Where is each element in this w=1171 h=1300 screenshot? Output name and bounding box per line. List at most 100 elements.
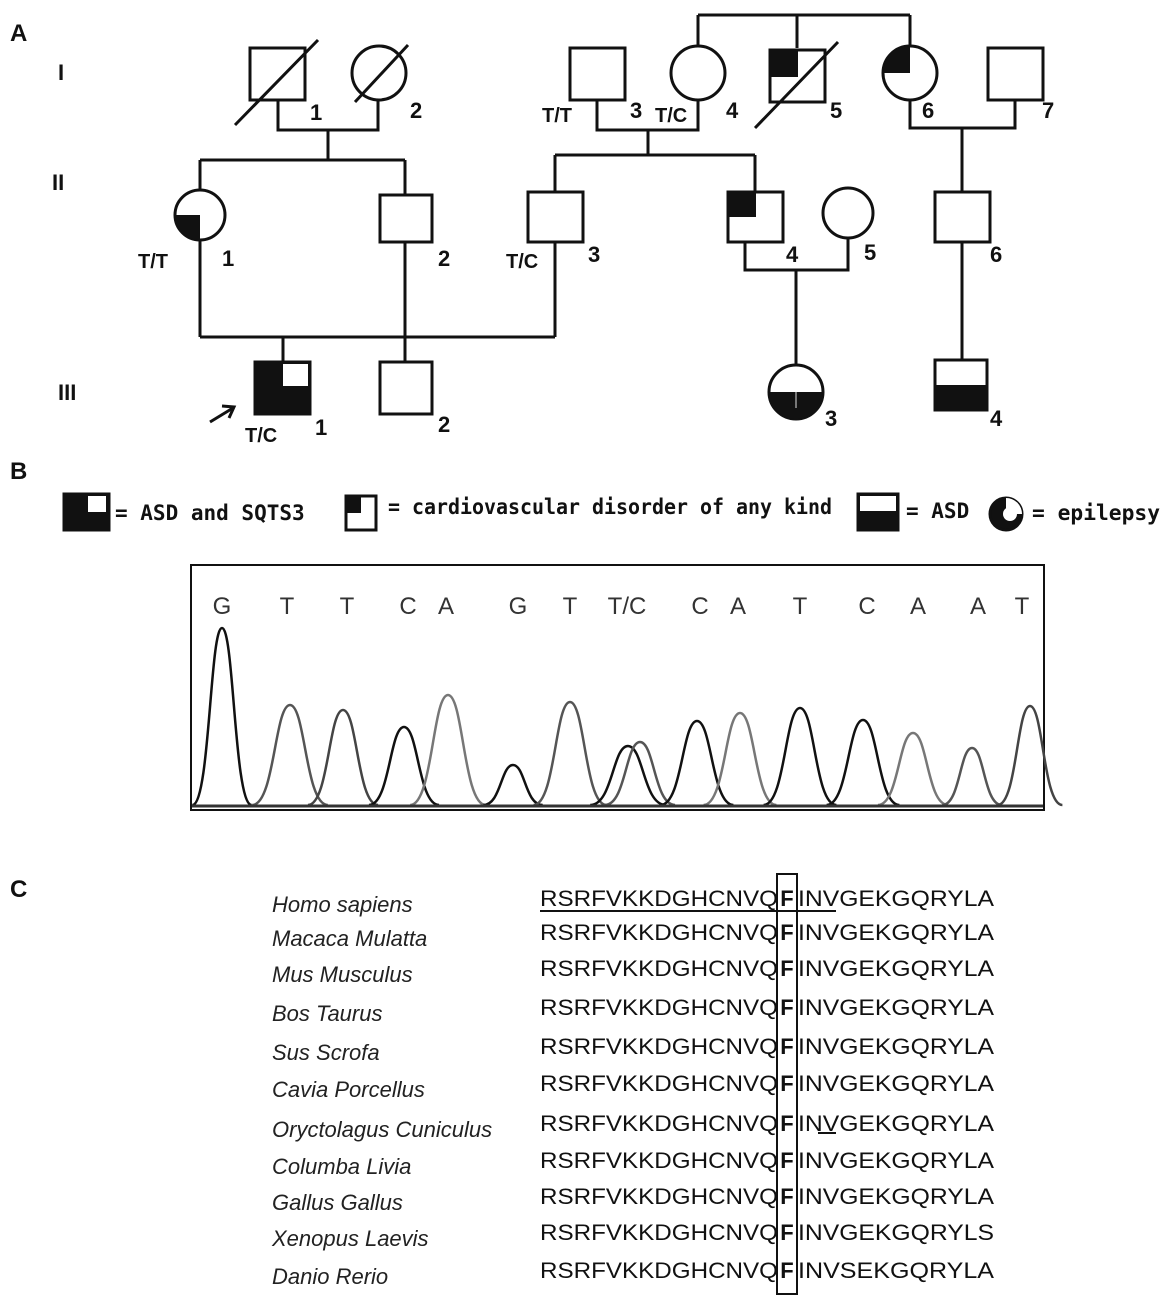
conserved-residue: F	[780, 920, 793, 945]
individual-i-2-deceased-female	[350, 43, 410, 104]
species-name: Macaca Mulatta	[272, 926, 427, 951]
sequence-prefix: RSRFVKKDGHCNVQ	[540, 1258, 778, 1283]
trace-peak	[826, 718, 900, 807]
sequence-suffix: INVSEKGQRYLA	[798, 1258, 994, 1283]
trace-peak	[368, 725, 440, 807]
chromatogram-frame	[190, 564, 1045, 811]
genotype-iii-1: T/C	[245, 425, 277, 447]
base-call: G	[213, 593, 232, 620]
trace-peak	[251, 703, 329, 807]
genotype-ii-1: T/T	[138, 251, 168, 273]
individual-i-7-male	[986, 46, 1045, 102]
individual-ii-5-female	[821, 186, 875, 240]
legend-symbol-asd-sqts3	[62, 492, 111, 532]
base-call: T	[793, 593, 808, 620]
individual-iii-2-male	[378, 360, 434, 416]
conserved-residue: F	[780, 995, 793, 1020]
panel-label-b: B	[10, 458, 28, 485]
species-name: Gallus Gallus	[272, 1190, 403, 1215]
individual-ii-4-affected-male	[726, 190, 785, 244]
label-i-3: 3	[630, 98, 642, 123]
sequence-suffix: INVGEKGQRYLS	[798, 1220, 994, 1245]
conserved-site-box	[776, 873, 798, 1295]
conserved-residue: F	[780, 1111, 793, 1136]
species-name: Homo sapiens	[272, 892, 413, 917]
label-ii-2: 2	[438, 246, 450, 271]
base-call: A	[910, 593, 926, 620]
individual-ii-6-male	[933, 190, 992, 244]
label-ii-4: 4	[786, 242, 799, 267]
label-iii-2: 2	[438, 412, 450, 437]
individual-iii-4-asd-male	[933, 358, 989, 412]
species-name: Mus Musculus	[272, 962, 413, 987]
label-ii-5: 5	[864, 240, 876, 265]
genotype-i-3: T/T	[542, 105, 572, 127]
conserved-residue: F	[780, 886, 793, 911]
individual-i-5-deceased-affected-male	[753, 40, 840, 130]
base-call: T	[280, 593, 295, 620]
species-name: Bos Taurus	[272, 1001, 382, 1026]
sequence-prefix: RSRFVKKDGHCNVQ	[540, 1184, 778, 1209]
base-call: T/C	[608, 593, 647, 620]
sequence-prefix: RSRFVKKDGHCNVQ	[540, 1111, 778, 1136]
legend	[62, 492, 1024, 532]
trace-peak	[307, 708, 379, 807]
trace-peak	[763, 706, 837, 807]
legend-symbol-cardio	[344, 494, 378, 532]
panel-label-c: C	[10, 876, 28, 903]
species-name: Danio Rerio	[272, 1264, 388, 1289]
legend-epilepsy: = epilepsy	[1032, 501, 1160, 525]
genotype-ii-3: T/C	[506, 251, 538, 273]
species-name: Cavia Porcellus	[272, 1077, 425, 1102]
base-call: A	[730, 593, 746, 620]
individual-i-1-deceased-male	[233, 38, 320, 127]
label-i-7: 7	[1042, 98, 1054, 123]
trace-peak	[483, 763, 543, 807]
sequence-prefix: RSRFVKKDGHCNVQ	[540, 1148, 778, 1173]
label-iii-3: 3	[825, 406, 837, 431]
sequence-suffix: INVGEKGQRYLA	[798, 956, 994, 981]
label-ii-1: 1	[222, 246, 234, 271]
sequence-suffix: INVGEKGQRYLA	[798, 1071, 994, 1096]
sequence-suffix: INVGEKGQRYLA	[798, 1184, 994, 1209]
label-i-4: 4	[726, 98, 739, 123]
individual-ii-1-epilepsy-female	[173, 188, 227, 242]
sequence-suffix: INVGEKGQRYLA	[798, 1111, 994, 1136]
trace-peak	[604, 740, 676, 807]
individual-ii-2-male	[378, 193, 434, 244]
base-call: G	[509, 593, 528, 620]
sequence-prefix: RSRFVKKDGHCNVQ	[540, 1220, 778, 1245]
trace-peak	[997, 704, 1063, 807]
legend-asd: = ASD	[906, 499, 969, 523]
trace-peak	[941, 746, 1003, 807]
label-iii-4: 4	[990, 406, 1003, 431]
individual-iii-3-asd-female	[767, 363, 825, 421]
base-call: C	[399, 593, 416, 620]
trace-peak	[589, 744, 667, 807]
individual-i-6-affected-female	[881, 44, 939, 102]
sequence-prefix: RSRFVKKDGHCNVQ	[540, 1071, 778, 1096]
generation-labels: I II III	[52, 60, 76, 405]
individual-ii-3-male	[526, 190, 585, 244]
base-call: A	[970, 593, 986, 620]
gen-label-iii: III	[58, 380, 76, 405]
trace-peak	[703, 711, 777, 807]
trace-peak	[191, 626, 253, 807]
gen-label-ii: II	[52, 170, 64, 195]
individual-i-3-male	[568, 46, 627, 102]
pedigree-lines	[198, 13, 1017, 368]
legend-asd-sqts3: = ASD and SQTS3	[115, 501, 305, 525]
species-name: Oryctolagus Cuniculus	[272, 1117, 492, 1142]
individual-iii-1-proband-asd-sqts3	[253, 360, 312, 416]
label-i-6: 6	[922, 98, 934, 123]
conserved-residue: F	[780, 956, 793, 981]
alignment-underlines	[540, 910, 836, 1134]
legend-symbol-asd	[856, 492, 900, 532]
conserved-residue: F	[780, 1220, 793, 1245]
conserved-residue: F	[780, 1034, 793, 1059]
sequence-prefix: RSRFVKKDGHCNVQ	[540, 920, 778, 945]
